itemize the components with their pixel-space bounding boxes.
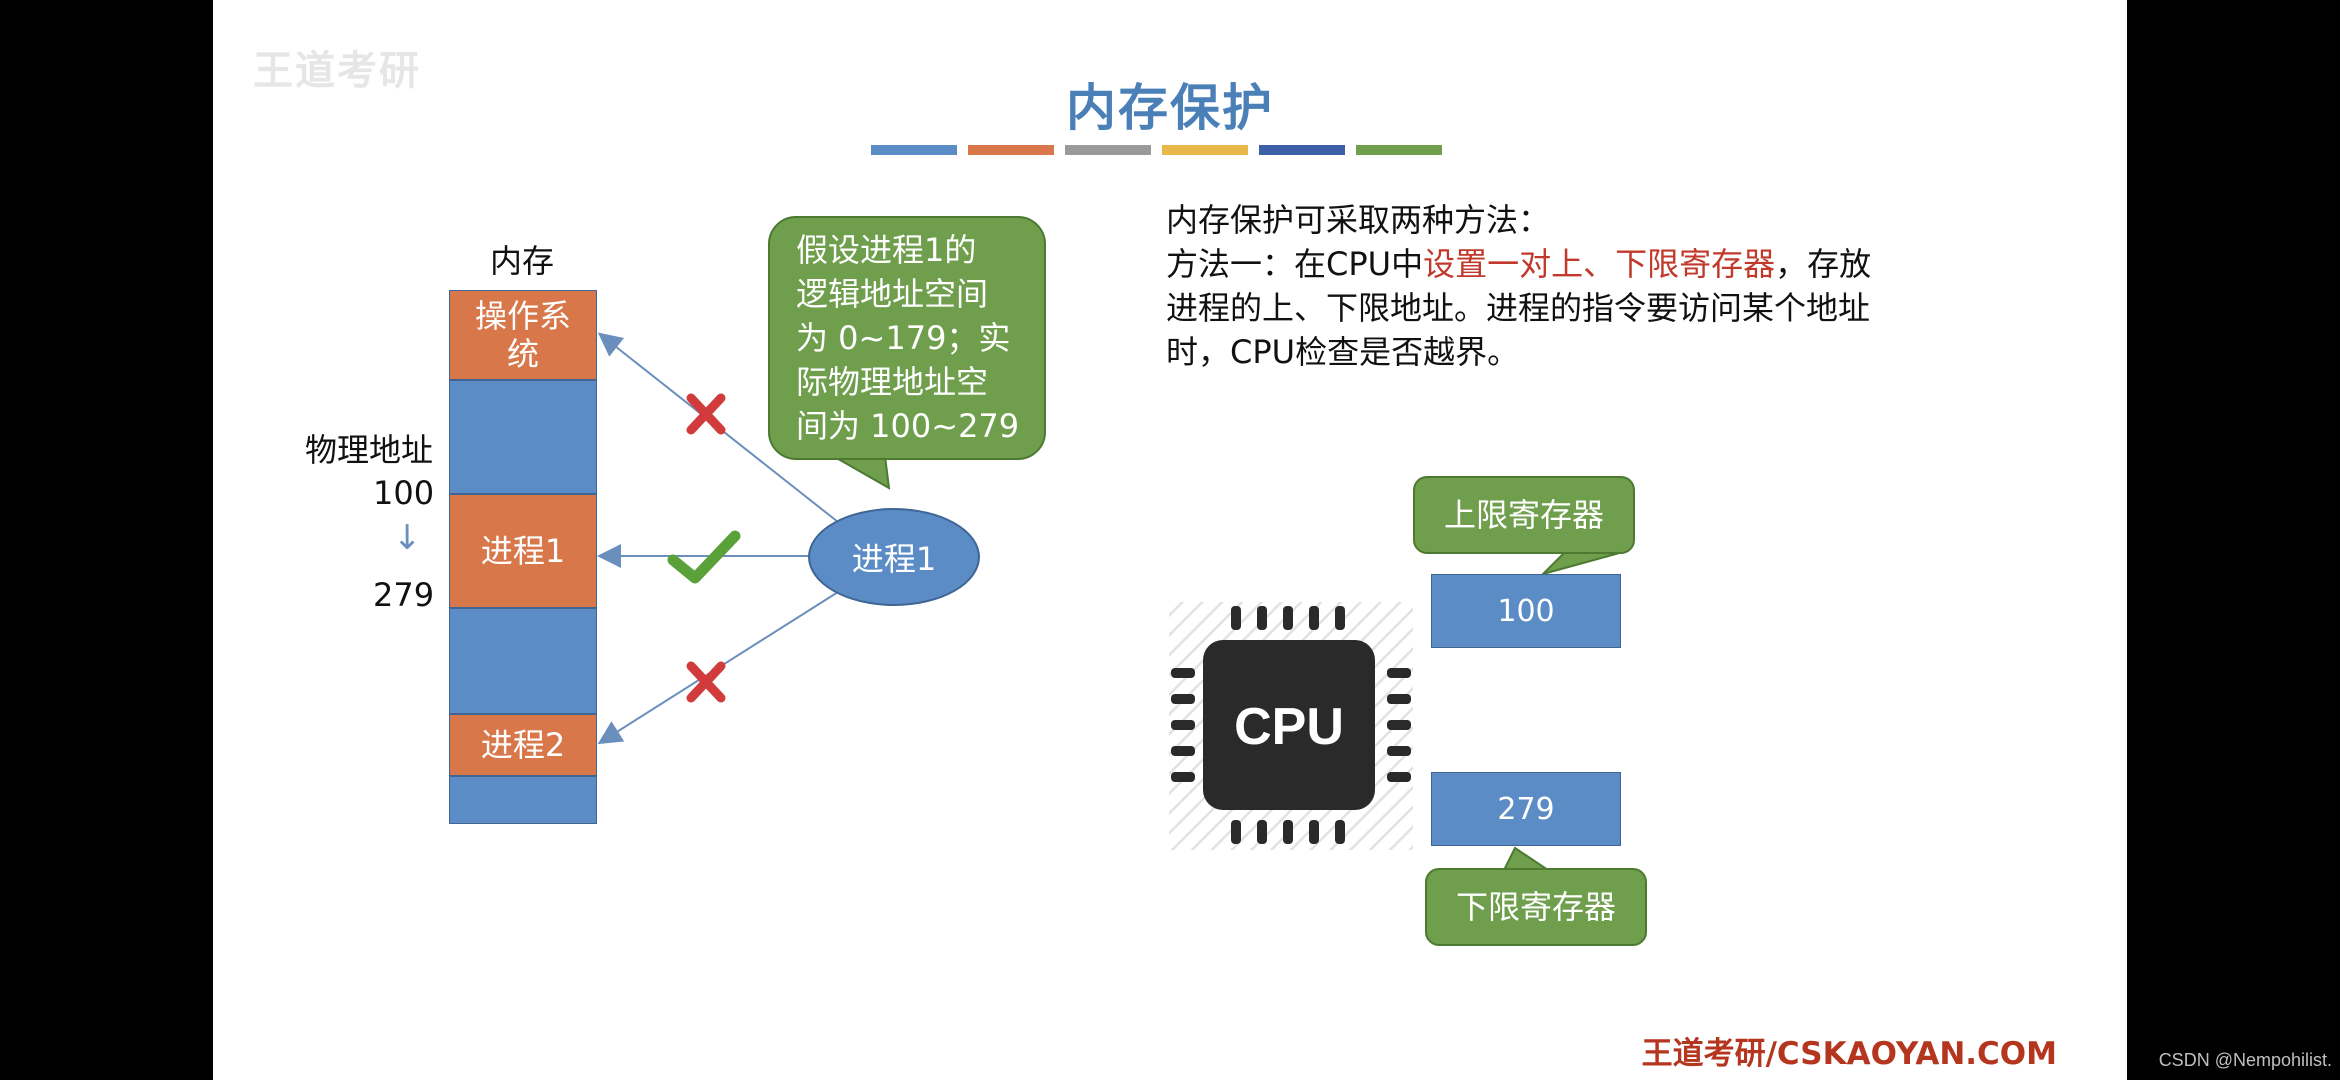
title-bar-3 xyxy=(1065,145,1151,155)
callout-line: 间为 100~279 xyxy=(796,407,1020,445)
upper-register-value: 100 xyxy=(1431,574,1621,648)
title-bar-1 xyxy=(871,145,957,155)
process1-node: 进程1 xyxy=(808,508,980,606)
segment-process2: 进程2 xyxy=(449,714,597,776)
callout-line: 假设进程1的 xyxy=(796,231,977,269)
cpu-label: CPU xyxy=(1234,698,1344,756)
check-icon xyxy=(667,530,741,584)
upper-register-label: 上限寄存器 xyxy=(1413,476,1635,554)
lower-register-label: 下限寄存器 xyxy=(1425,868,1647,946)
access-arrows xyxy=(597,332,891,745)
segment-process1: 进程1 xyxy=(449,494,597,608)
footer-brand: 王道考研/CSKAOYAN.COM xyxy=(1641,1036,2057,1072)
description-line-4: 时，CPU检查是否越界。 xyxy=(1166,333,1520,371)
title-bar-2 xyxy=(968,145,1054,155)
watermark-logo: 王道考研 xyxy=(253,48,421,94)
description-line-1: 内存保护可采取两种方法： xyxy=(1166,201,1551,239)
cross-icon xyxy=(686,661,726,703)
register-callout-tails xyxy=(1501,551,1624,873)
csdn-credit: CSDN @Nempohilist. xyxy=(2158,1050,2332,1070)
callout-line: 为 0~179；实 xyxy=(796,319,1011,357)
segment-free-1 xyxy=(449,380,597,494)
description-line-2: 方法一：在CPU中设置一对上、下限寄存器，存放 xyxy=(1166,242,1986,286)
cpu-chip-icon: CPU xyxy=(1169,602,1413,850)
description-line-3: 进程的上、下限地址。进程的指令要访问某个地址 xyxy=(1166,289,1871,327)
address-arrow-icon: ↓ xyxy=(393,518,422,558)
physical-address-label: 物理地址 xyxy=(305,431,434,469)
slide: 王道考研 内存保护 内存 操作系统 进程1 进程2 物理地址 100 ↓ 279 xyxy=(213,0,2127,1080)
callout-line: 逻辑地址空间 xyxy=(796,275,989,313)
highlight-text: 设置一对上、下限寄存器 xyxy=(1423,245,1776,283)
title-bar-5 xyxy=(1259,145,1345,155)
segment-free-3 xyxy=(449,776,597,824)
segment-free-2 xyxy=(449,608,597,714)
callout-bubble: 假设进程1的 逻辑地址空间 为 0~179；实 际物理地址空 间为 100~27… xyxy=(768,216,1046,460)
callout-line: 际物理地址空 xyxy=(796,363,989,401)
memory-heading: 内存 xyxy=(490,242,555,280)
title-bar-4 xyxy=(1162,145,1248,155)
description-text-span: ，存放 xyxy=(1775,245,1872,283)
description-text: 内存保护可采取两种方法： 方法一：在CPU中设置一对上、下限寄存器，存放 进程的… xyxy=(1166,198,1986,374)
address-start: 100 xyxy=(373,474,435,512)
cross-icon xyxy=(686,393,726,435)
slide-title: 内存保护 xyxy=(1066,79,1274,137)
description-text-span: 方法一：在CPU中 xyxy=(1166,245,1424,283)
title-bar-6 xyxy=(1356,145,1442,155)
lower-register-value: 279 xyxy=(1431,772,1621,846)
segment-os: 操作系统 xyxy=(449,290,597,380)
address-end: 279 xyxy=(373,576,435,614)
